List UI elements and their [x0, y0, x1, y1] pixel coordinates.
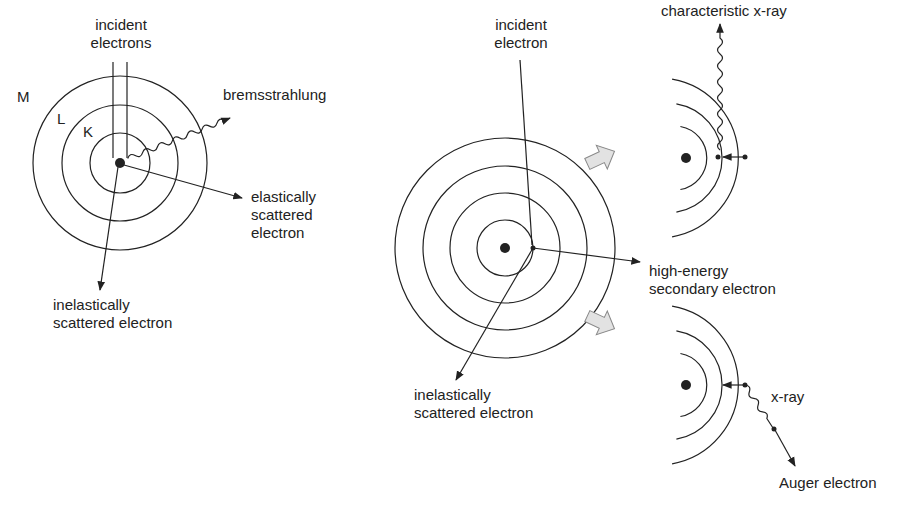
- radiation-label: x-ray: [770, 388, 805, 406]
- scatter-label: elastically scattered electron: [250, 188, 332, 242]
- scatter-label: inelastically scattered electron: [413, 386, 555, 422]
- secondary-label: high-energy secondary electron: [648, 262, 790, 298]
- beam-label: incident electrons: [80, 16, 162, 52]
- shell-letter: K: [82, 123, 94, 141]
- shell-letter: L: [56, 110, 66, 128]
- radiation-label: bremsstrahlung: [222, 86, 327, 104]
- auger-label: Auger electron: [778, 474, 878, 492]
- shell-letter: M: [16, 88, 31, 106]
- radiation-label: characteristic x-ray: [660, 2, 788, 20]
- beam-label: incident electron: [480, 16, 562, 52]
- scatter-label: inelastically scattered electron: [52, 296, 194, 332]
